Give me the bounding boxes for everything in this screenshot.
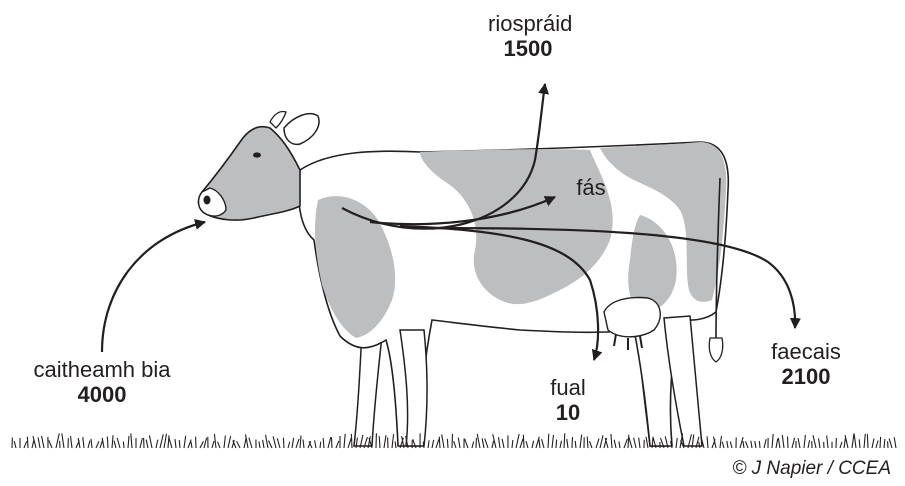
growth-name: fás	[566, 176, 616, 201]
urine-value: 10	[538, 401, 598, 426]
food-intake-name: caitheamh bia	[2, 358, 202, 383]
respiration-value: 1500	[488, 37, 568, 62]
cow-eye	[253, 152, 261, 157]
cow-tail-tuft	[709, 338, 723, 362]
food-intake-value: 4000	[2, 383, 202, 408]
cow-udder	[604, 298, 660, 337]
urine-label: fual 10	[538, 376, 598, 425]
cow-ear	[284, 114, 319, 145]
cow-nostril	[204, 196, 211, 205]
respiration-name: riospráid	[488, 12, 568, 37]
food-intake-arrow	[102, 222, 205, 352]
faeces-value: 2100	[756, 365, 856, 390]
faeces-name: faecais	[756, 340, 856, 365]
cow-horn	[270, 111, 286, 128]
respiration-label: riospráid 1500	[488, 12, 568, 61]
urine-name: fual	[538, 376, 598, 401]
faeces-label: faecais 2100	[756, 340, 856, 389]
copyright-credit: © J Napier / CCEA	[732, 458, 891, 480]
food-intake-label: caitheamh bia 4000	[2, 358, 202, 407]
cow-illustration	[199, 111, 729, 446]
growth-label: fás	[566, 176, 616, 201]
grass-blades	[12, 433, 896, 448]
grass-strip	[12, 433, 896, 448]
